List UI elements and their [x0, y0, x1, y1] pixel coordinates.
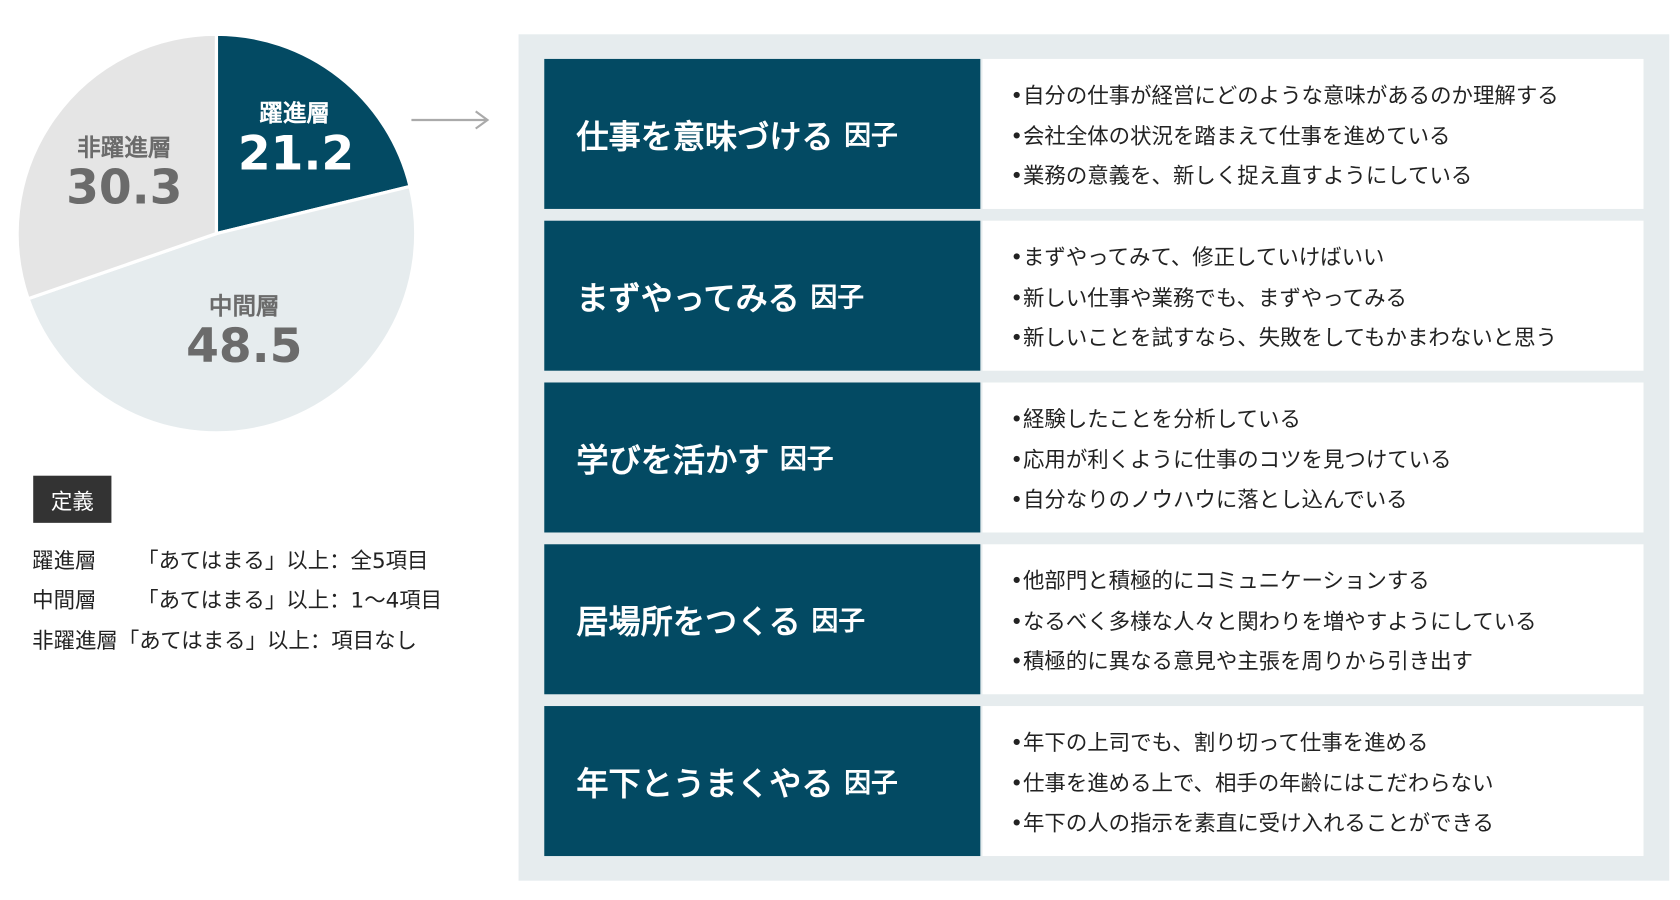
factor-item: •なるべく多様な人々と関わりを増やすようにしている [1010, 608, 1537, 634]
factor-item: •仕事を進める上で、相手の年齢にはこだわらない [1010, 769, 1494, 796]
factor-item: •年下の人の指示を素直に受け入れることができる [1010, 809, 1494, 836]
factor-item: •業務の意義を、新しく捉え直すようにしている [1010, 162, 1473, 189]
factor-items: •経験したことを分析している •応用が利くように仕事のコツを見つけている •自分なり… [982, 382, 1644, 533]
slice-name: 躍進層 [259, 100, 330, 128]
definition-line: 躍進層 「あてはまる」以上：全5項目 [32, 543, 428, 574]
factor-item: •自分なりのノウハウに落とし込んでいる [1010, 486, 1408, 513]
factor-item: •応用が利くように仕事のコツを見つけている [1010, 446, 1452, 472]
slice-name: 中間層 [208, 293, 280, 321]
pie-label-hiyakushin: 非躍進層 30.3 [62, 129, 186, 215]
pie-label-yakushin: 躍進層 21.2 [237, 94, 355, 182]
slice-value: 30.3 [66, 160, 183, 216]
factor-name: 仕事を意味づける [576, 118, 834, 157]
factor-items: •自分の仕事が経営にどのような意味があるのか理解する •会社全体の状況を踏まえて仕… [982, 58, 1644, 209]
pie-chart [15, 32, 418, 435]
factor-title: 学びを活かす因子 [544, 382, 981, 533]
factor-suffix: 因子 [811, 605, 866, 637]
factor-item: •積極的に異なる意見や主張を周りから引き出す [1010, 648, 1473, 674]
pie-slice [26, 184, 418, 435]
factor-item: •経験したことを分析している [1010, 406, 1301, 432]
group-name: 中間層 [32, 587, 97, 613]
factor-item: •新しい仕事や業務でも、まずやってみる [1010, 284, 1407, 311]
factor-name: 学びを活かす [576, 442, 770, 480]
factor-items: •まずやってみて、修正していけばいい •新しい仕事や業務でも、まずやってみる •新し… [982, 220, 1644, 371]
definition-line: 中間層 「あてはまる」以上：1～4項目 [32, 583, 442, 614]
arrow-right-icon [411, 110, 490, 130]
factor-item: •他部門と積極的にコミュニケーションする [1010, 567, 1430, 594]
factor-name: 居場所をつくる [576, 604, 801, 642]
factor-title: 年下とうまくやる因子 [544, 706, 981, 857]
group-rule: 「あてはまる」以上：項目なし [117, 627, 417, 654]
factor-items: •年下の上司でも、割り切って仕事を進める •仕事を進める上で、相手の年齢にはこだわ… [982, 706, 1644, 857]
factor-suffix: 因子 [844, 767, 898, 799]
factor-item: •まずやってみて、修正していけばいい [1010, 244, 1385, 270]
factor-items: •他部門と積極的にコミュニケーションする •なるべく多様な人々と関わりを増やすよう… [982, 544, 1644, 695]
factor-title: 仕事を意味づける因子 [544, 58, 981, 209]
pie-slice [15, 32, 219, 301]
slice-name: 非躍進層 [77, 134, 172, 162]
pie-label-chukan: 中間層 48.5 [182, 287, 306, 373]
factor-suffix: 因子 [779, 443, 834, 475]
factors-panel: 仕事を意味づける因子•自分の仕事が経営にどのような意味があるのか理解する•会社全… [518, 34, 1670, 881]
group-rule: 「あてはまる」以上：全5項目 [137, 547, 429, 574]
factor-item: •年下の上司でも、割り切って仕事を進める [1010, 729, 1429, 756]
factor-title: まずやってみる因子 [544, 220, 981, 371]
factor-item: •新しいことを試すなら、失敗をしてもかまわないと思う [1010, 324, 1557, 351]
group-name: 躍進層 [32, 547, 97, 574]
factor-row: まずやってみる因子 •まずやってみて、修正していけばいい •新しい仕事や業務でも、ま… [544, 220, 1644, 371]
slice-value: 48.5 [186, 319, 303, 374]
definition-badge: 定義 [33, 475, 112, 523]
factor-name: 年下とうまくやる [576, 766, 834, 804]
pie-slice [214, 32, 412, 236]
factor-item: •自分の仕事が経営にどのような意味があるのか理解する [1010, 82, 1559, 109]
factor-title: 居場所をつくる因子 [544, 544, 981, 695]
factor-name: まずやってみる [576, 280, 800, 319]
group-rule: 「あてはまる」以上：1～4項目 [137, 587, 443, 613]
definition-line: 非躍進層「あてはまる」以上：項目なし [32, 624, 417, 655]
factor-suffix: 因子 [810, 281, 865, 313]
factor-row: 居場所をつくる因子 •他部門と積極的にコミュニケーションする •なるべく多様な人々と… [544, 544, 1644, 695]
factor-row: 仕事を意味づける因子 •自分の仕事が経営にどのような意味があるのか理解する •会社全… [544, 58, 1644, 209]
factor-item: •会社全体の状況を踏まえて仕事を進めている [1010, 122, 1451, 149]
group-name: 非躍進層 [32, 627, 118, 654]
factor-suffix: 因子 [844, 119, 898, 152]
factor-row: 学びを活かす因子 •経験したことを分析している •応用が利くように仕事のコツを見つけ… [544, 382, 1644, 533]
factor-row: 年下とうまくやる因子 •年下の上司でも、割り切って仕事を進める •仕事を進める上で、… [544, 706, 1644, 857]
slice-value: 21.2 [237, 126, 355, 182]
